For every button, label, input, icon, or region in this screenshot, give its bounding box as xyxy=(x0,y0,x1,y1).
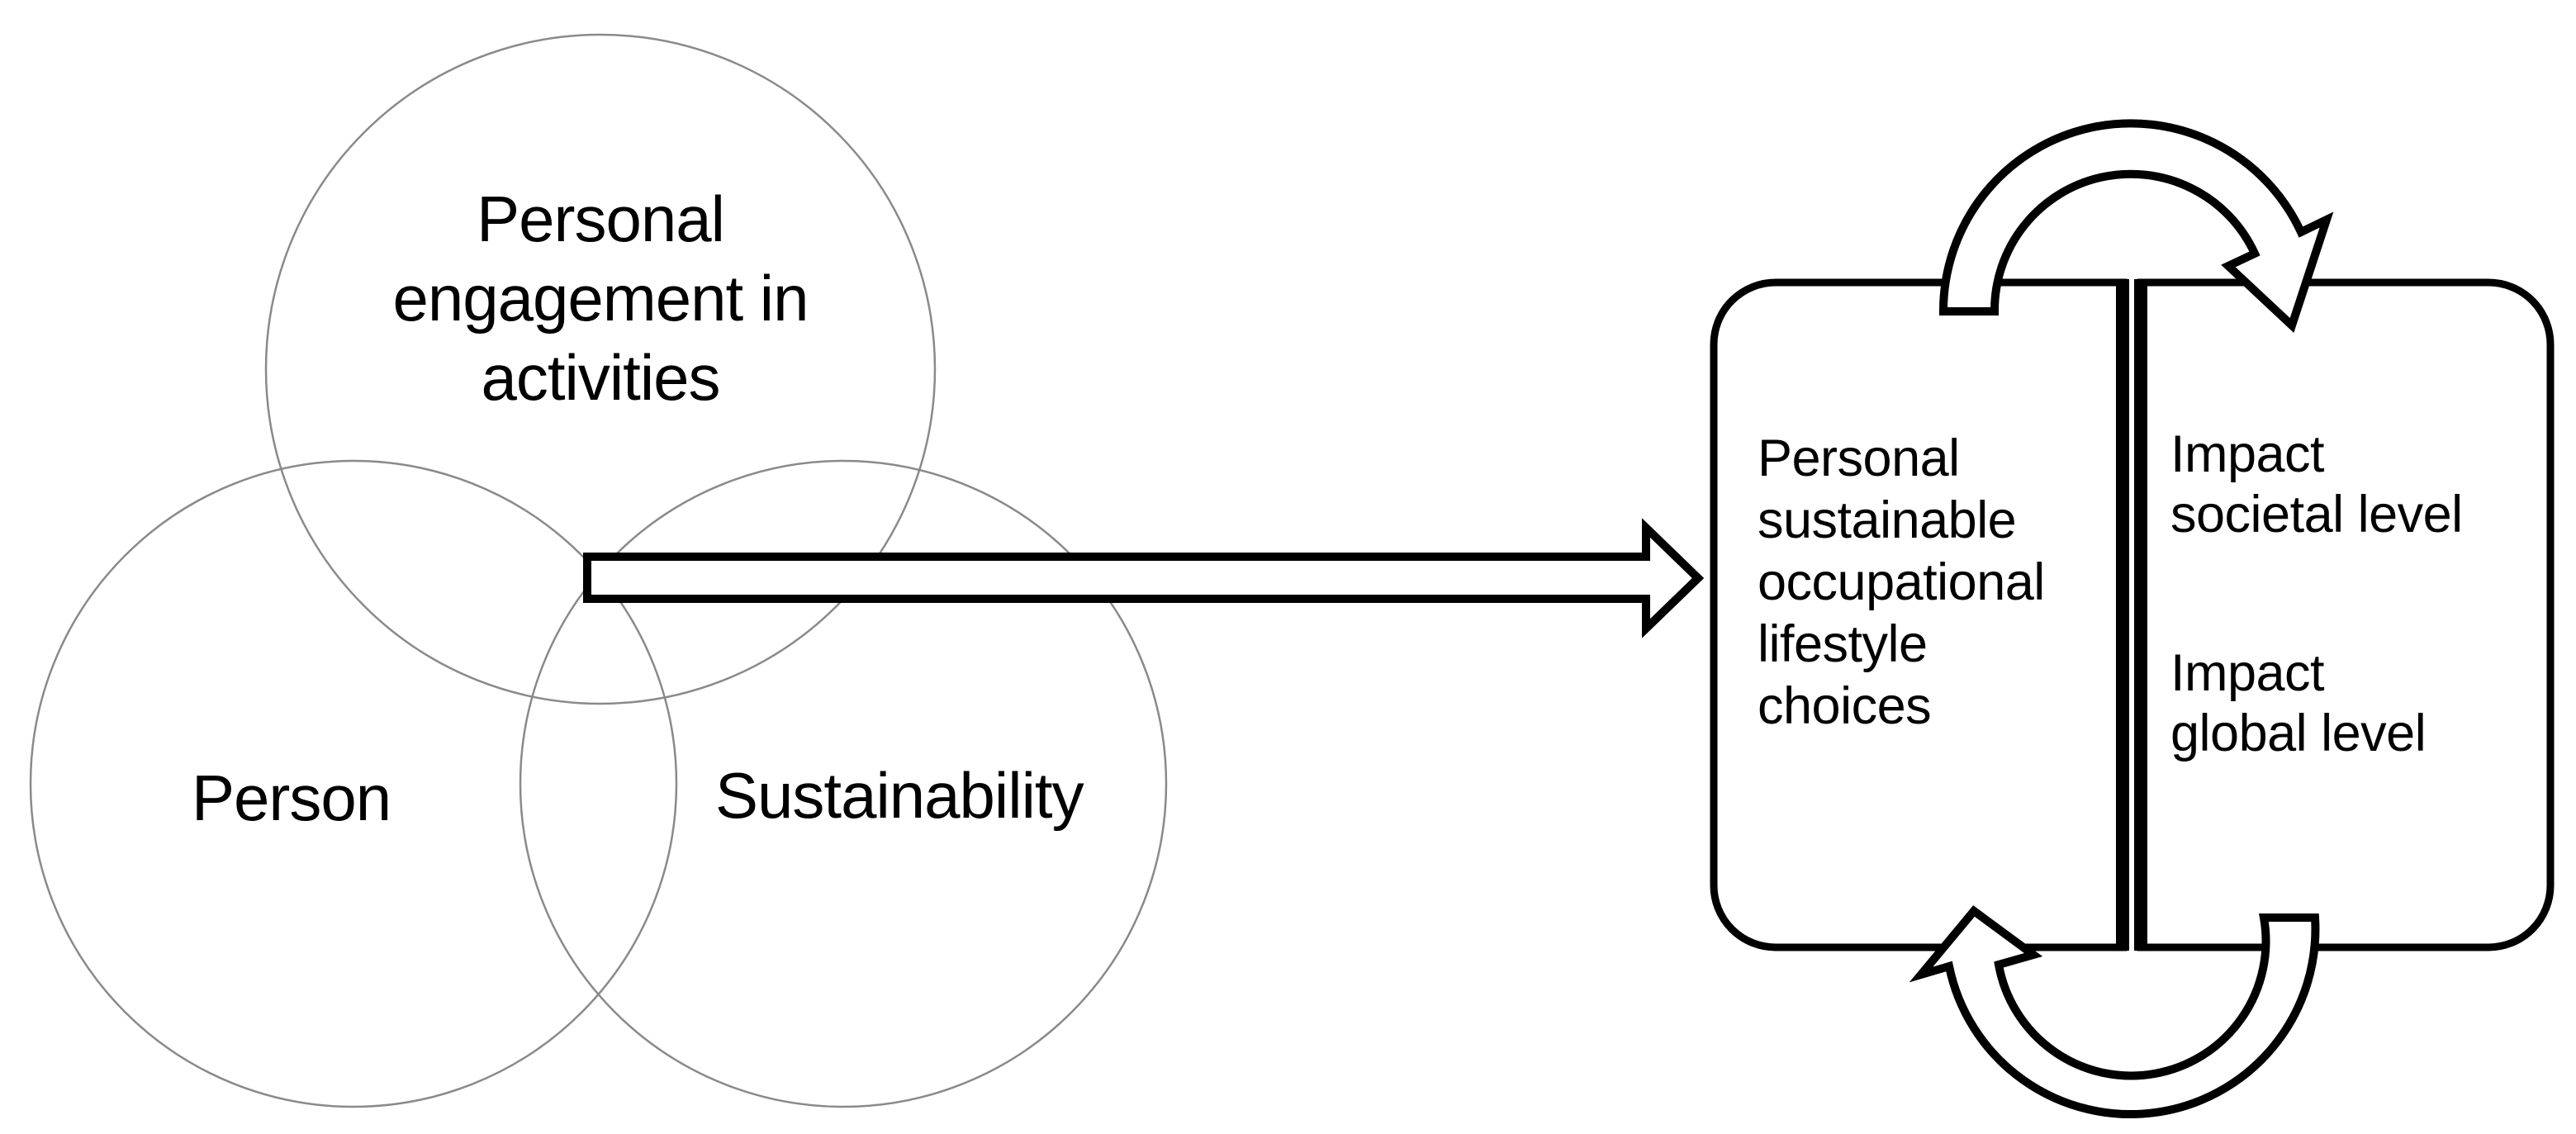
venn-label-activities-line2: engagement in xyxy=(392,262,809,335)
venn-label-activities-line3: activities xyxy=(481,341,720,414)
left-box-text-line2: sustainable xyxy=(1758,491,2017,549)
cycle-arrow-top xyxy=(1938,119,2334,334)
right-box-text-global: Impact global level xyxy=(2170,643,2427,764)
left-box-text-line3: occupational xyxy=(1758,553,2045,611)
left-box-text-line1: Personal xyxy=(1758,429,1960,487)
venn-label-person: Person xyxy=(192,762,391,834)
outcome-left-box-shape xyxy=(1710,278,2128,951)
venn-diagram xyxy=(29,33,1168,1108)
right-box-global-line2: global level xyxy=(2170,705,2427,762)
venn-circle-person xyxy=(29,459,678,1108)
left-box-text-line5: choices xyxy=(1758,677,1932,735)
box-divider-right-line xyxy=(2134,279,2147,951)
venn-label-activities-line1: Personal xyxy=(477,183,725,255)
venn-label-sustainability: Sustainability xyxy=(715,759,1084,832)
right-box-global-line1: Impact xyxy=(2170,644,2325,702)
venn-circle-activities xyxy=(264,33,937,705)
right-box-societal-line2: societal level xyxy=(2170,486,2463,543)
right-box-societal-line1: Impact xyxy=(2170,425,2325,483)
right-box-text-societal: Impact societal level xyxy=(2170,425,2463,545)
venn-label-activities: Personal engagement in activities xyxy=(353,179,848,417)
cycle-arrow-bottom xyxy=(1909,905,2320,1118)
outcome-right-box-shape xyxy=(2137,278,2555,951)
venn-circle-sustainability xyxy=(519,459,1168,1108)
flow-arrow xyxy=(583,518,1705,638)
left-box-text-line4: lifestyle xyxy=(1758,615,1928,673)
box-divider-left-line xyxy=(2116,279,2129,951)
left-box-text: Personal sustainable occupational lifest… xyxy=(1758,428,2045,738)
